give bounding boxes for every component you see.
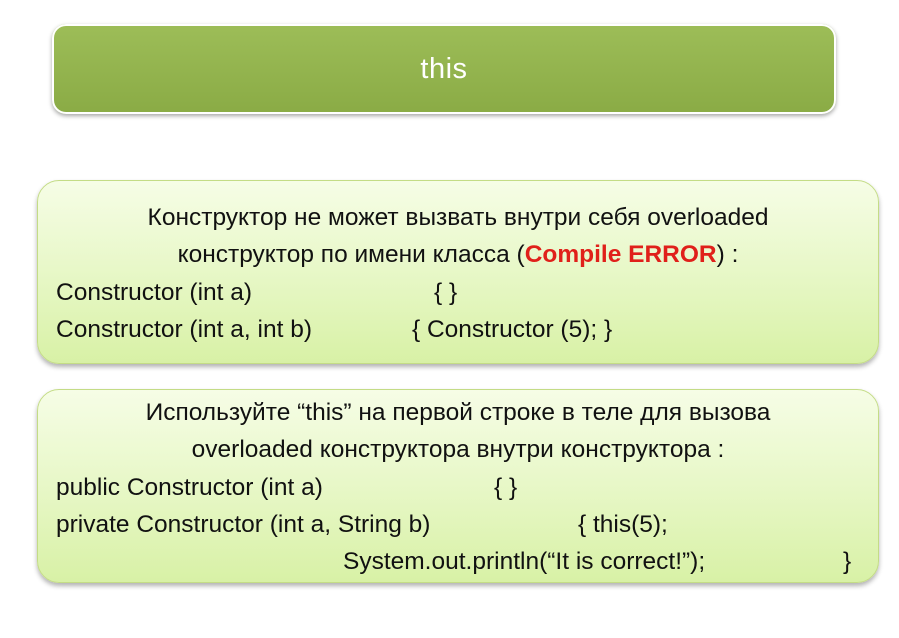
box1-intro-line2-before: конструктор по имени класса (: [177, 241, 525, 268]
box2-code-line1-signature: public Constructor (int a): [56, 474, 323, 501]
box1-code-line2-signature: Constructor (int a, int b): [56, 316, 312, 343]
box1-intro-line1: Конструктор не может вызвать внутри себя…: [147, 204, 769, 231]
box2-intro-line2: overloaded конструктора внутри конструкт…: [191, 436, 725, 463]
slide-title-bar: this: [52, 24, 836, 114]
box2-code-line1-body: { }: [494, 474, 518, 501]
box1-code-line1-signature: Constructor (int a): [56, 279, 253, 306]
box2-code-line3-close-brace: }: [843, 548, 852, 575]
slide-title: this: [420, 52, 468, 85]
constructor-error-box: Конструктор не может вызвать внутри себя…: [37, 180, 879, 364]
box1-code-line1-body: { }: [434, 279, 458, 306]
box1-intro-line2: конструктор по имени класса (Compile ERR…: [38, 240, 878, 270]
box1-code-line2-body: { Constructor (5); }: [412, 316, 613, 343]
this-usage-box: Используйте “this” на первой строке в те…: [37, 389, 879, 583]
box1-intro-line2-after: ) :: [716, 241, 739, 268]
box2-code-line3-statement: System.out.println(“It is correct!”);: [343, 548, 706, 575]
box2-code-line2-signature: private Constructor (int a, String b): [56, 511, 431, 538]
box2-intro-line1: Используйте “this” на первой строке в те…: [145, 399, 771, 426]
compile-error-label: Compile ERROR: [524, 241, 717, 268]
box2-code-line2-body: { this(5);: [578, 511, 668, 538]
